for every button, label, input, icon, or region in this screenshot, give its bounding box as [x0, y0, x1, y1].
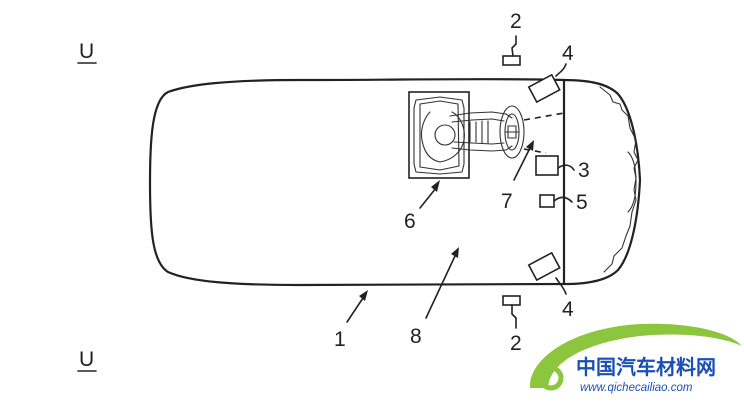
steering-wheel: [499, 105, 525, 159]
seat-region-box: [408, 91, 470, 179]
leader-2-top: [511, 35, 517, 57]
ref-2-top: 2: [510, 10, 522, 33]
driver-arm-upper: [449, 111, 513, 119]
seat-inner-outline: [419, 100, 460, 171]
section-mark-top: U: [79, 40, 94, 63]
vehicle-body: [148, 78, 642, 287]
ref-8: 8: [410, 325, 422, 348]
front-bumper-contour: [627, 151, 637, 213]
leader-4-bottom: [555, 277, 567, 295]
steering-wheel-rim: [499, 105, 525, 159]
watermark-url: www.qichecailiao.com: [580, 382, 693, 394]
steering-wheel-hub: [507, 125, 517, 139]
camera-unit: [535, 155, 559, 176]
ref-6: 6: [404, 210, 416, 233]
field-of-view-upper: [523, 112, 565, 121]
front-sensor-bottom: [527, 251, 561, 282]
vehicle-outline: [148, 78, 565, 287]
watermark-chinese-text: 中国汽车材料网: [576, 355, 716, 379]
watermark-swoosh-logo: [529, 323, 742, 388]
arrow-6: [419, 180, 440, 209]
hood-outline: [563, 78, 642, 286]
ref-7: 7: [501, 190, 513, 213]
ref-2-bottom: 2: [510, 332, 522, 355]
ref-4-bottom: 4: [562, 298, 574, 321]
seat-outline: [413, 96, 465, 175]
seat-region: [408, 91, 513, 179]
driver-torso: [420, 111, 465, 163]
ref-4-top: 4: [562, 42, 574, 65]
front-sensor-top: [527, 73, 561, 104]
driver-arm-lower: [451, 145, 513, 152]
watermark-logo-ring: [538, 365, 564, 391]
driver-head: [434, 124, 456, 146]
ref-3: 3: [578, 159, 590, 182]
arrow-8: [425, 247, 459, 319]
section-mark-bottom: U: [79, 348, 94, 371]
ref-5: 5: [576, 191, 588, 214]
driver-arm-upper-inner: [451, 118, 505, 123]
leader-3: [557, 164, 575, 171]
arrow-7: [513, 140, 534, 181]
leader-5: [553, 196, 573, 203]
ref-1: 1: [334, 328, 346, 351]
leader-2-bottom: [511, 304, 517, 329]
control-unit: [539, 194, 555, 208]
exterior-sensor-bottom: [502, 295, 521, 306]
arrow-1: [346, 290, 368, 323]
driver-legs: [469, 120, 489, 144]
exterior-sensor-top: [502, 55, 521, 66]
field-of-view-lower: [523, 148, 547, 154]
watermark: 中国汽车材料网 www.qichecailiao.com: [529, 323, 742, 394]
leader-4-top: [555, 63, 567, 77]
hood-inner-contour: [599, 86, 639, 273]
